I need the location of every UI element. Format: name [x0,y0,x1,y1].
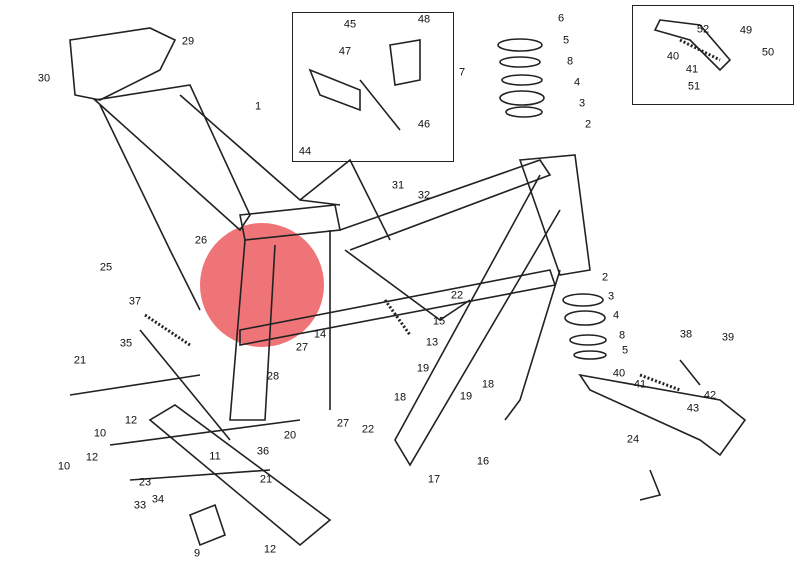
part-label: 41 [685,63,699,76]
part-label: 22 [450,289,464,302]
inset-shift-lever [308,39,421,131]
part-label: 32 [417,189,431,202]
part-label: 36 [256,445,270,458]
part-label: 12 [85,451,99,464]
part-label: 21 [73,354,87,367]
steering-bearings [497,38,607,360]
part-label: 18 [393,391,407,404]
inset-label: 44 [298,145,312,158]
part-label: 19 [416,362,430,375]
part-label: 21 [259,473,273,486]
part-label: 11 [209,450,221,463]
part-label: 51 [687,80,701,93]
part-label: 8 [566,55,574,68]
main-frame [69,27,591,467]
side-stand [578,359,747,501]
part-label: 52 [696,23,710,36]
part-label: 9 [193,547,201,560]
part-label: 29 [181,35,195,48]
part-label: 39 [721,331,735,344]
part-label: 50 [761,46,775,59]
part-label: 12 [124,414,138,427]
part-label: 35 [119,337,133,350]
part-label: 4 [612,309,620,322]
part-label: 23 [138,476,152,489]
part-label: 13 [425,336,439,349]
part-label: 38 [679,328,693,341]
part-label: 3 [607,290,615,303]
part-label: 19 [459,390,473,403]
part-label: 33 [133,499,147,512]
inset-box-gear-lever: 44 [292,12,454,162]
part-label: 27 [336,417,350,430]
part-label: 4 [573,76,581,89]
inset-box-side-stand [632,5,794,105]
part-label: 37 [128,295,142,308]
part-label: 41 [633,378,647,391]
part-label: 1 [254,100,262,113]
part-label: 14 [313,328,327,341]
part-label: 25 [99,261,113,274]
springs [144,299,681,392]
part-label: 43 [686,402,700,415]
part-label: 2 [584,118,592,131]
part-label: 7 [458,66,466,79]
part-label: 40 [666,50,680,63]
part-label: 20 [283,429,297,442]
part-label: 2 [601,271,609,284]
part-label: 34 [151,493,165,506]
part-label: 18 [481,378,495,391]
inset-side-stand [653,19,732,72]
watermark-logo-circle [200,223,324,347]
part-label: 16 [476,455,490,468]
part-label: 3 [578,97,586,110]
part-label: 17 [427,473,441,486]
part-label: 47 [338,45,352,58]
part-label: 49 [739,24,753,37]
part-label: 5 [621,344,629,357]
part-label: 10 [57,460,71,473]
part-label: 24 [626,433,640,446]
part-label: 8 [618,329,626,342]
part-label: 27 [295,341,309,354]
part-label: 42 [703,389,717,402]
center-stand [69,329,332,547]
part-label: 30 [37,72,51,85]
part-label: 10 [93,427,107,440]
part-label: 40 [612,367,626,380]
part-label: 45 [343,18,357,31]
part-label: 46 [417,118,431,131]
part-label: 6 [557,12,565,25]
part-label: 31 [391,179,405,192]
part-label: 26 [194,234,208,247]
part-label: 15 [432,315,446,328]
part-label: 5 [562,34,570,47]
part-label: 48 [417,13,431,26]
part-label: 12 [263,543,277,556]
part-label: 28 [266,370,280,383]
part-label: 22 [361,423,375,436]
